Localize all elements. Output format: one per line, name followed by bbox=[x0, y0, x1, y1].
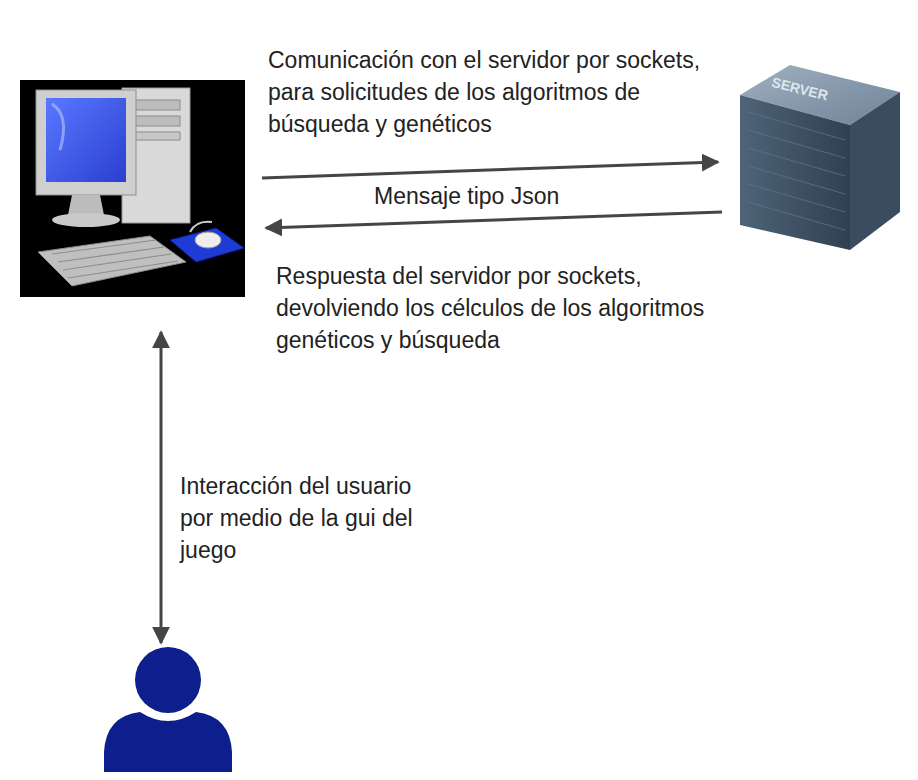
server-icon bbox=[740, 65, 900, 250]
note-label: Comunicación con el servidor por sockets… bbox=[268, 44, 738, 140]
request-arrow bbox=[262, 162, 718, 178]
interaction-arrow bbox=[160, 332, 163, 643]
server-label: SERVER bbox=[770, 74, 881, 116]
note-label: Respuesta del servidor por sockets, devo… bbox=[276, 260, 746, 356]
response-arrow bbox=[266, 212, 722, 228]
edge-label: Mensaje tipo Json bbox=[374, 180, 634, 212]
note-label: Interacción del usuario por medio de la … bbox=[180, 470, 420, 566]
computer-icon bbox=[20, 80, 245, 297]
user-icon bbox=[104, 647, 232, 772]
